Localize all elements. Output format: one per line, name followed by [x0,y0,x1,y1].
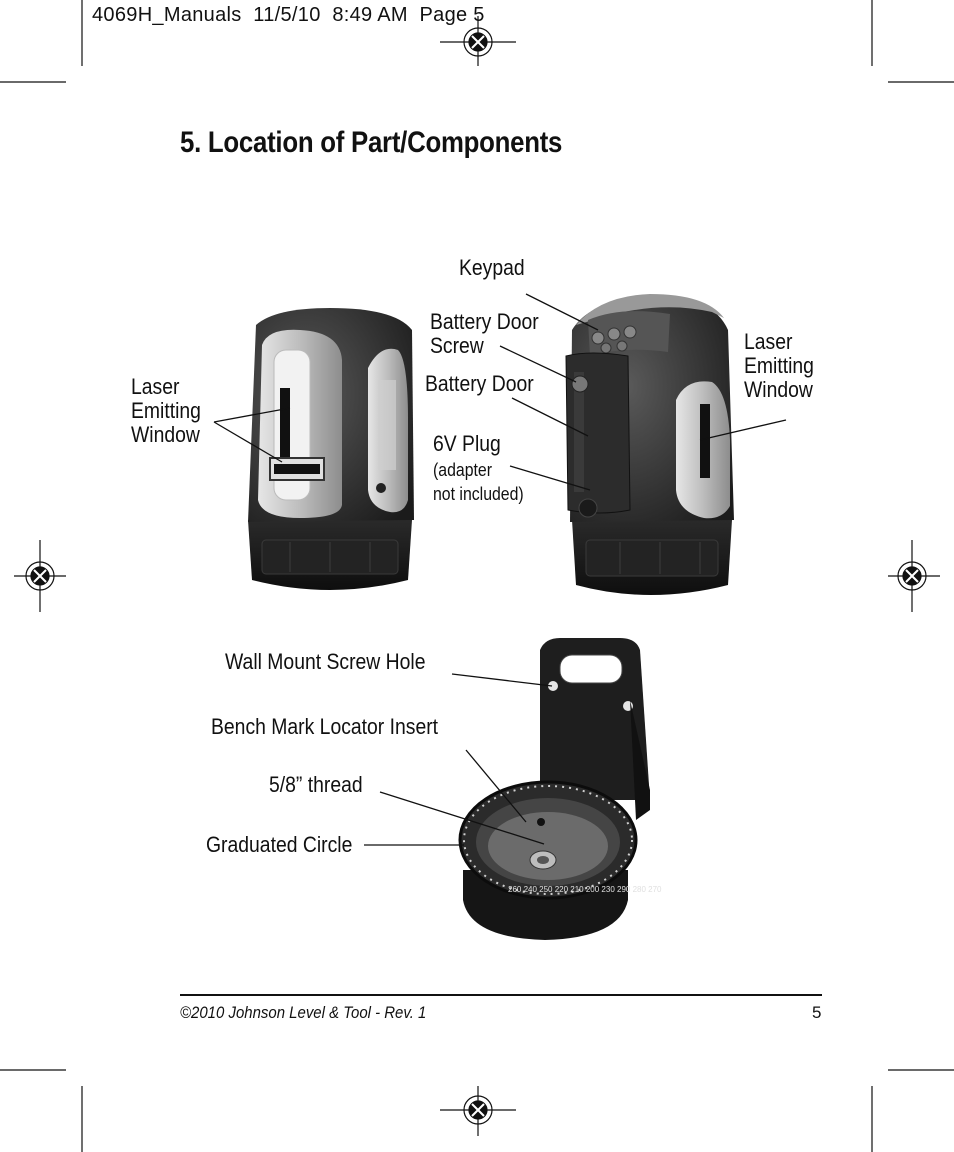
label-battery-door: Battery Door [425,371,534,396]
wall-mount-bracket-illustration: 260 240 250 220 210 200 230 290 280 270 [458,638,662,940]
label-wall-mount-screw-hole: Wall Mount Screw Hole [225,649,426,674]
label-thread: 5/8” thread [269,772,363,797]
label-laser-window-right: Laser Emitting Window [744,329,814,402]
label-6v-plug: 6V Plug (adapter not included) [433,431,524,505]
page-number: 5 [812,1003,822,1022]
registration-mark-left [14,540,66,612]
label-keypad: Keypad [459,255,525,280]
registration-mark-bottom [440,1086,516,1136]
registration-mark-top [440,16,516,66]
label-bench-mark-insert: Bench Mark Locator Insert [211,714,439,739]
label-laser-window-left: Laser Emitting Window [131,374,201,447]
footer-copyright: ©2010 Johnson Level & Tool - Rev. 1 [180,1003,427,1022]
laser-level-back-illustration [565,294,734,595]
footer-rule [180,994,822,996]
page-title: 5. Location of Part/Components [180,126,563,159]
registration-mark-right [888,540,940,612]
laser-level-front-illustration [248,308,414,590]
print-slug-line: 4069H_Manuals 11/5/10 8:49 AM Page 5 [92,4,485,26]
leader-lines [213,293,787,846]
label-graduated-circle: Graduated Circle [206,832,353,857]
label-battery-door-screw: Battery Door Screw [430,309,539,358]
dial-scale-text: 260 240 250 220 210 200 230 290 280 270 [508,885,662,894]
